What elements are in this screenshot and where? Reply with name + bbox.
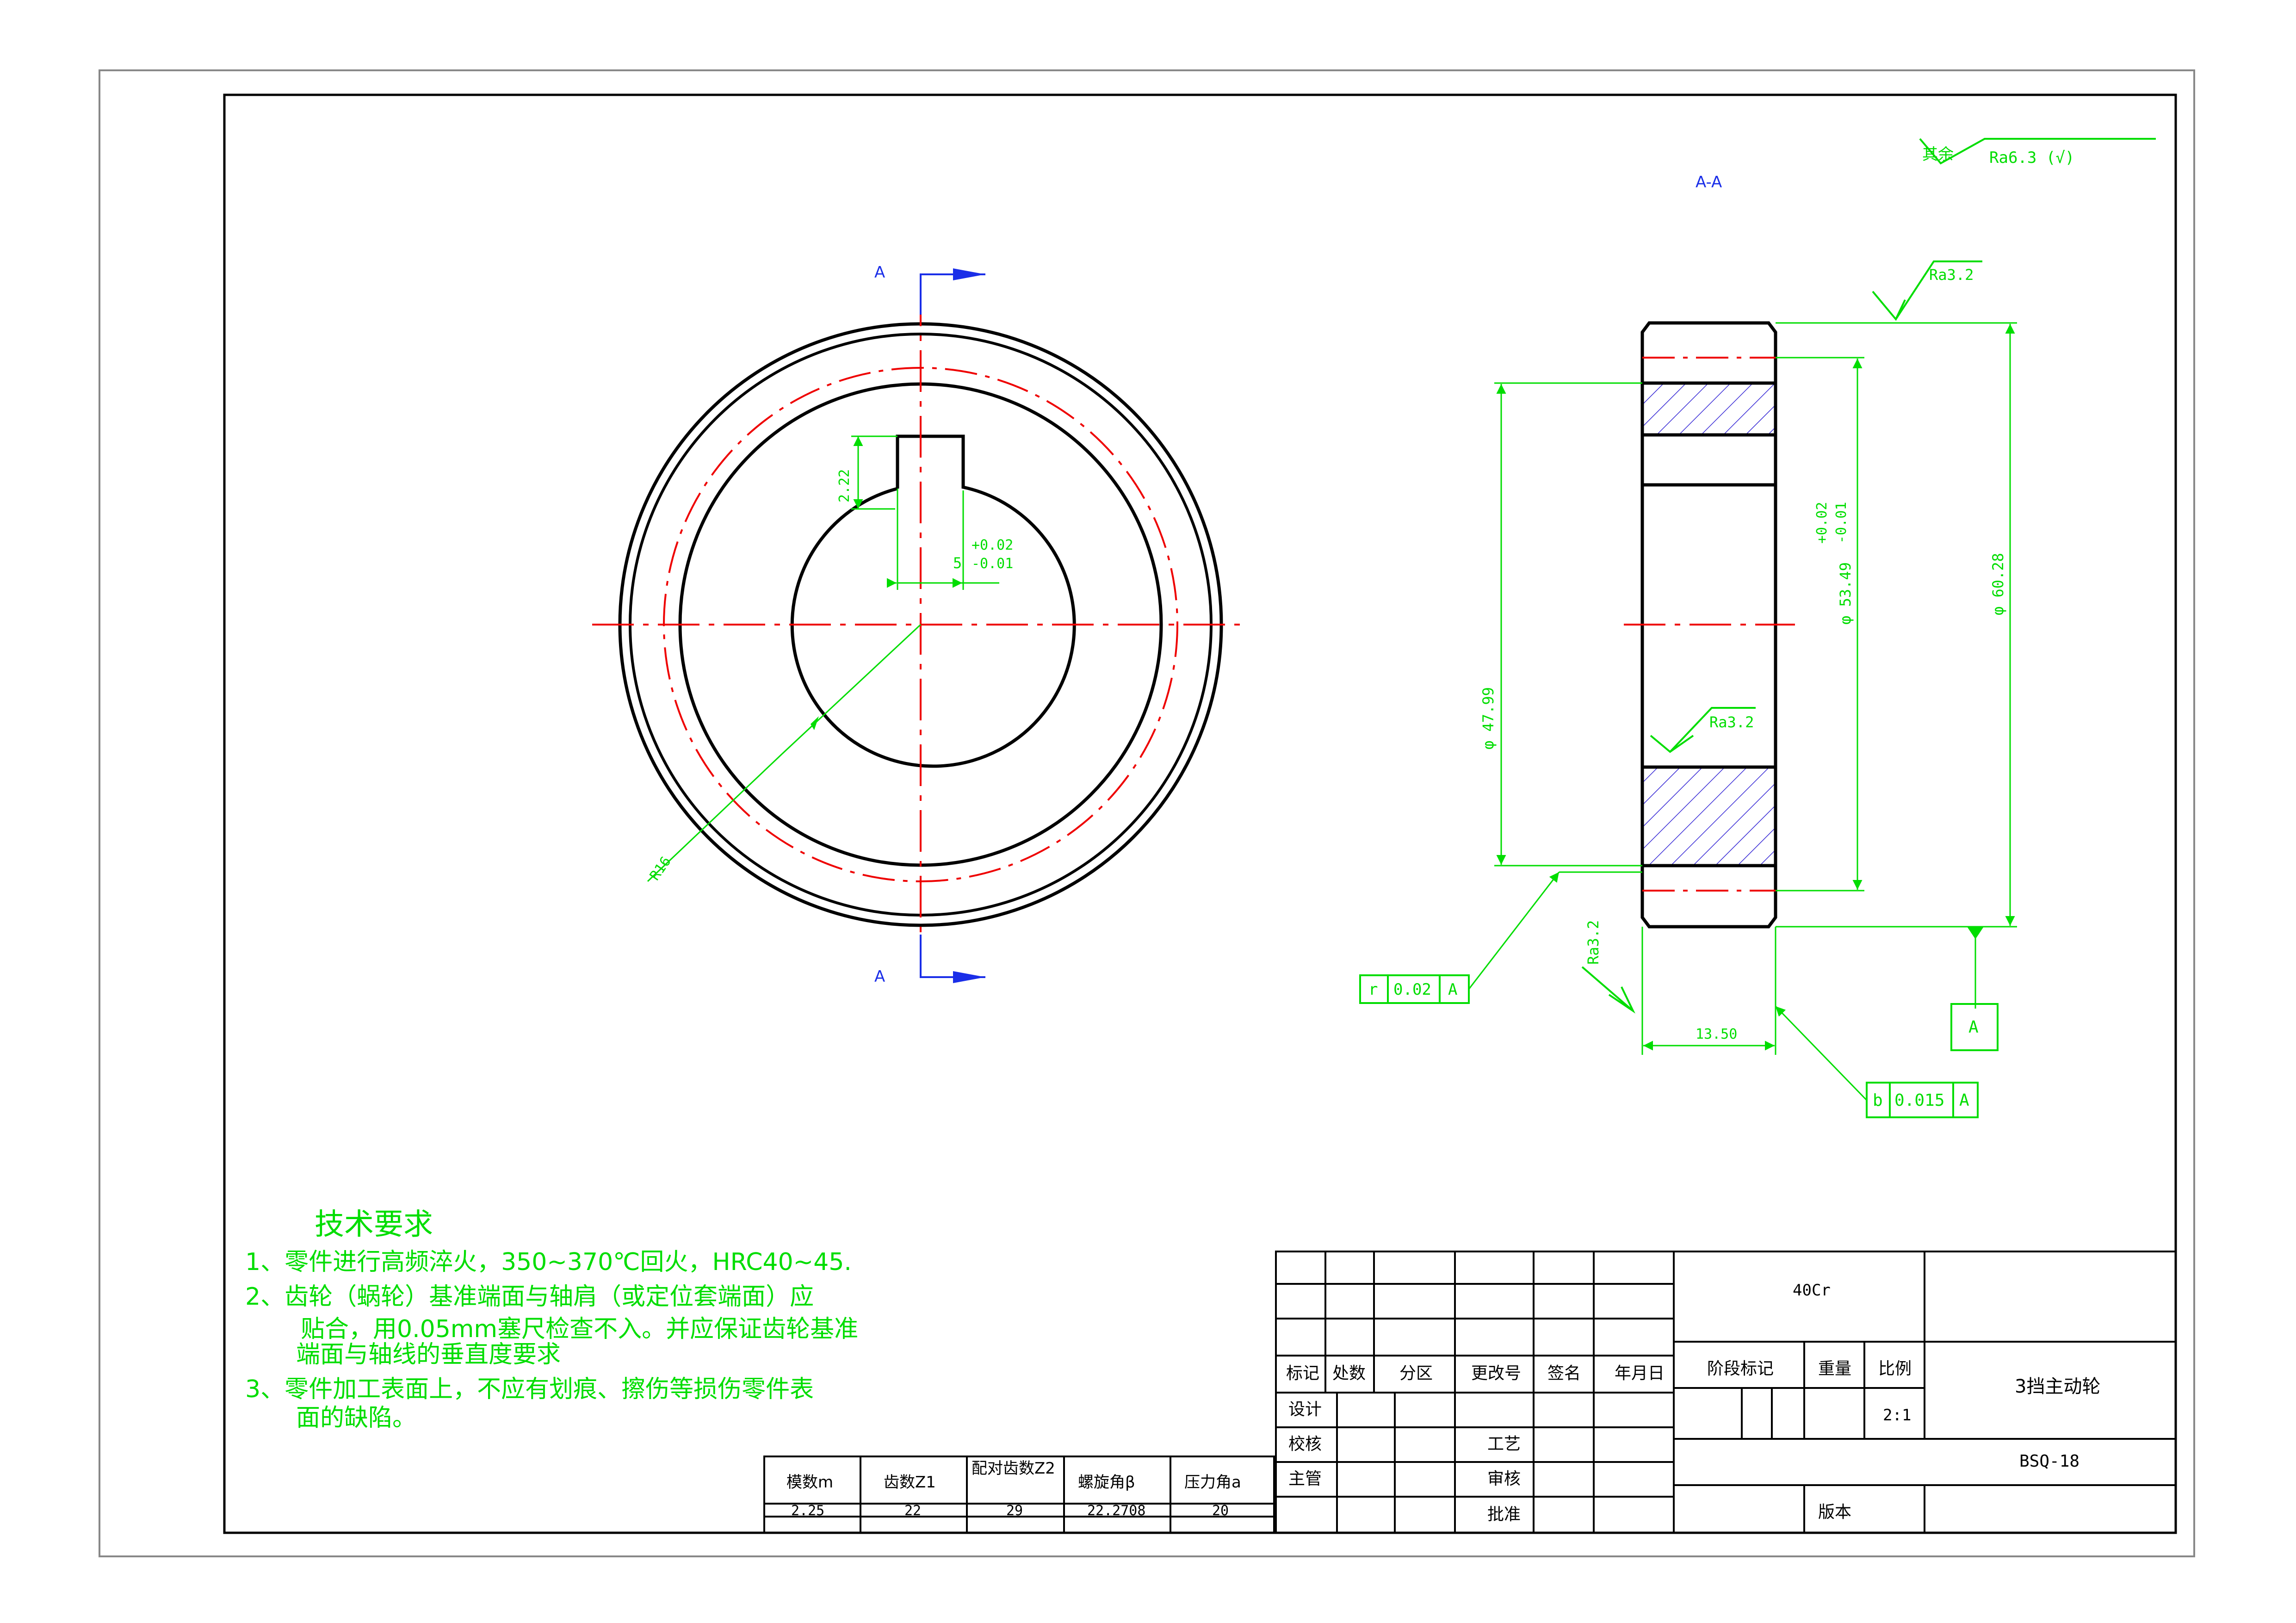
- section-title: A-A: [1696, 173, 1722, 192]
- param-value: 22.2708: [1087, 1503, 1145, 1519]
- param-header: 螺旋角β: [1078, 1473, 1135, 1492]
- keyway-tol-lower: -0.01: [972, 556, 1013, 572]
- tech-req-line: 1、零件进行高频淬火，350~370℃回火，HRC40~45.: [245, 1248, 852, 1276]
- tech-req-line: 面的缺陷。: [296, 1404, 416, 1432]
- hub-diameter-dim: φ 47.99: [1479, 687, 1497, 750]
- supervisor-label: 主管: [1288, 1469, 1322, 1488]
- perpendicularity-datum: A: [1959, 1091, 1969, 1110]
- tech-req-line: 端面与轴线的垂直度要求: [296, 1341, 561, 1369]
- perpendicularity-frame: b 0.015 A: [1866, 1082, 1979, 1118]
- tech-req-line: 贴合，用0.05mm塞尺检查不入。并应保证齿轮基准: [301, 1315, 858, 1343]
- revision-header: 更改号: [1471, 1364, 1521, 1383]
- roughness-general-value: Ra6.3 (√): [1989, 149, 2074, 167]
- tech-req-line: 2、齿轮（蜗轮）基准端面与轴肩（或定位套端面）应: [245, 1283, 814, 1311]
- roughness-general-label: 其余: [1922, 145, 1954, 164]
- param-value: 2.25: [791, 1503, 824, 1519]
- roughness-face: Ra3.2: [1584, 920, 1602, 965]
- technical-requirements: 技术要求 1、零件进行高频淬火，350~370℃回火，HRC40~45. 2、齿…: [245, 1208, 858, 1432]
- section-outline: [1640, 321, 1777, 929]
- version-label: 版本: [1818, 1503, 1851, 1522]
- check-label: 校核: [1288, 1435, 1322, 1454]
- gear-parameter-text: 模数m 齿数Z1 配对齿数Z2 螺旋角β 压力角a 2.25 22 29 22.…: [786, 1459, 1241, 1519]
- runout-symbol: r: [1368, 980, 1378, 999]
- section-dimensions: [1468, 322, 2017, 1101]
- section-view: A-A: [1359, 138, 2156, 1118]
- bore-with-keyway: [790, 434, 1076, 768]
- revision-header: 签名: [1547, 1364, 1581, 1383]
- section-arrow-bottom: [953, 971, 985, 983]
- datum-triangle: [1967, 927, 1984, 939]
- revision-header: 标记: [1286, 1364, 1319, 1383]
- hatch-upper: [1640, 381, 1777, 437]
- runout-frame: r 0.02 A: [1359, 974, 1470, 1004]
- keyway-tol-upper: +0.02: [972, 537, 1013, 553]
- front-view: A A 2.22 5 +0.02 -0.01 R16: [592, 263, 1249, 986]
- param-header: 配对齿数Z2: [972, 1459, 1055, 1478]
- stage-mark-label: 阶段标记: [1707, 1359, 1774, 1378]
- runout-datum: A: [1448, 980, 1457, 999]
- pitch-tol-lower: -0.01: [1833, 502, 1850, 544]
- design-label: 设计: [1288, 1400, 1322, 1419]
- pitch-diameter-dim: φ 53.49: [1837, 562, 1854, 625]
- tech-req-line: 3、零件加工表面上，不应有划痕、擦伤等损伤零件表: [245, 1375, 814, 1403]
- hatch-lower: [1640, 765, 1777, 867]
- part-name: 3挡主动轮: [2015, 1376, 2100, 1397]
- revision-header: 处数: [1332, 1364, 1366, 1383]
- outer-border: [99, 69, 2195, 1557]
- section-label-top: A: [874, 263, 885, 282]
- keyway-dimensions: [647, 435, 999, 882]
- weight-label: 重量: [1818, 1359, 1851, 1378]
- param-value: 29: [1006, 1503, 1023, 1519]
- perpendicularity-symbol: b: [1873, 1091, 1883, 1110]
- datum-box: A: [1950, 1003, 1999, 1051]
- roughness-symbols: [1581, 138, 2156, 1014]
- roughness-top: Ra3.2: [1929, 266, 1974, 284]
- outer-diameter-dim: φ 60.28: [1989, 553, 2007, 615]
- datum-letter: A: [1968, 1018, 1979, 1037]
- section-arrow-top: [953, 268, 985, 280]
- gear-parameter-table: [763, 1456, 1275, 1534]
- drawing-number: BSQ-18: [2019, 1452, 2079, 1471]
- param-value: 20: [1212, 1503, 1229, 1519]
- param-header: 模数m: [786, 1473, 833, 1492]
- pitch-tol-upper: +0.02: [1814, 502, 1830, 544]
- process-label: 工艺: [1487, 1435, 1521, 1454]
- revision-header: 年月日: [1615, 1364, 1665, 1383]
- keyway-width-dim: 5: [953, 554, 962, 572]
- title-block-grid: [1275, 1251, 2177, 1534]
- scale-value: 2:1: [1883, 1406, 1911, 1425]
- tech-req-title: 技术要求: [315, 1208, 433, 1242]
- radius-arrow: [811, 716, 819, 730]
- param-header: 齿数Z1: [884, 1473, 936, 1492]
- keyway-depth-dim: 2.22: [836, 469, 853, 502]
- face-width-dim: 13.50: [1696, 1026, 1737, 1042]
- runout-value: 0.02: [1393, 980, 1431, 999]
- review-label: 审核: [1487, 1469, 1521, 1488]
- title-block-text: 40Cr 标记 处数 分区 更改号 签名 年月日 阶段标记 重量 比例 2:1 …: [1286, 1281, 2100, 1524]
- approve-label: 批准: [1487, 1505, 1521, 1524]
- revision-header: 分区: [1399, 1364, 1433, 1383]
- perpendicularity-value: 0.015: [1894, 1091, 1944, 1110]
- section-label-bottom: A: [874, 967, 885, 986]
- material: 40Cr: [1793, 1281, 1831, 1300]
- param-value: 22: [904, 1503, 921, 1519]
- scale-label: 比例: [1878, 1359, 1912, 1378]
- section-mark-top: [920, 273, 985, 315]
- param-header: 压力角a: [1184, 1473, 1241, 1492]
- section-mark-bottom: [920, 935, 985, 978]
- roughness-bore: Ra3.2: [1709, 713, 1754, 731]
